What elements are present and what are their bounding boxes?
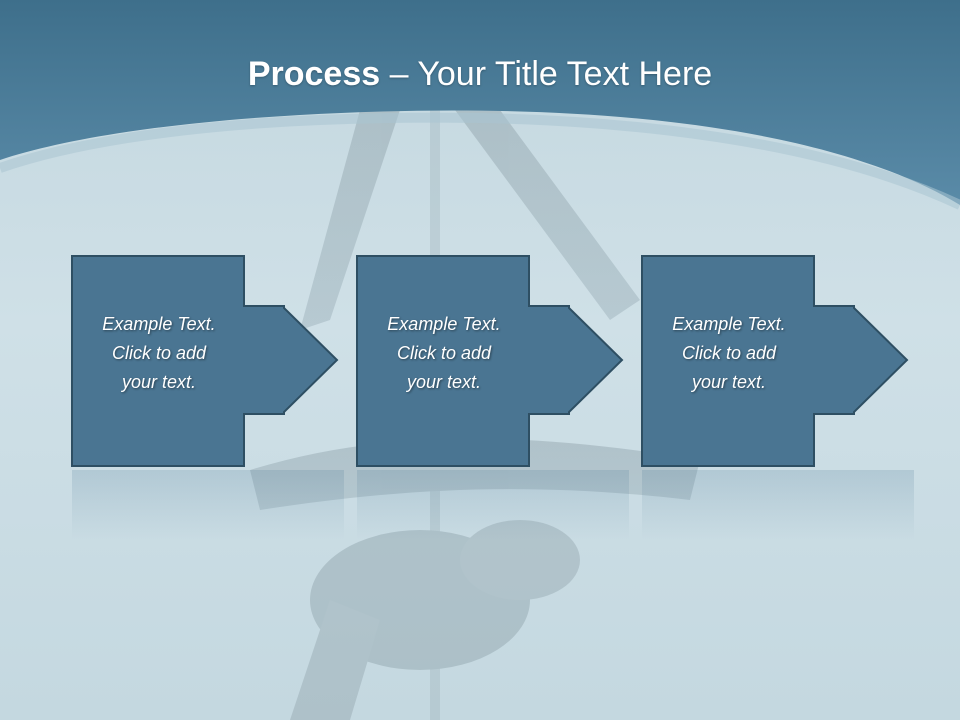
header-swoosh xyxy=(0,112,960,210)
step-line: Example Text. xyxy=(387,314,501,334)
step-text: Example Text. Click to add your text. xyxy=(644,310,814,397)
step-line: your text. xyxy=(691,372,767,392)
process-step-1[interactable]: Example Text. Click to add your text. xyxy=(71,255,344,467)
step-line: your text. xyxy=(121,372,197,392)
step-line: your text. xyxy=(406,372,482,392)
step-reflection xyxy=(357,470,629,540)
step-line: Example Text. xyxy=(672,314,786,334)
arrow-box-shape xyxy=(641,255,909,467)
step-text: Example Text. Click to add your text. xyxy=(74,310,244,397)
step-text: Example Text. Click to add your text. xyxy=(359,310,529,397)
process-step-2[interactable]: Example Text. Click to add your text. xyxy=(356,255,629,467)
step-line: Example Text. xyxy=(102,314,216,334)
step-line: Click to add xyxy=(111,343,207,363)
process-step-3[interactable]: Example Text. Click to add your text. xyxy=(641,255,914,467)
step-line: Click to add xyxy=(681,343,777,363)
title-bold: Process xyxy=(247,55,381,93)
step-reflection xyxy=(642,470,914,540)
arrow-box-shape xyxy=(71,255,339,467)
arrow-box-shape xyxy=(356,255,624,467)
dancer-photo xyxy=(250,100,700,720)
header-band xyxy=(0,0,960,205)
step-reflection xyxy=(72,470,344,540)
title-rest: – Your Title Text Here xyxy=(380,55,713,93)
slide-title[interactable]: Process – Your Title Text Here xyxy=(0,52,960,96)
step-line: Click to add xyxy=(396,343,492,363)
